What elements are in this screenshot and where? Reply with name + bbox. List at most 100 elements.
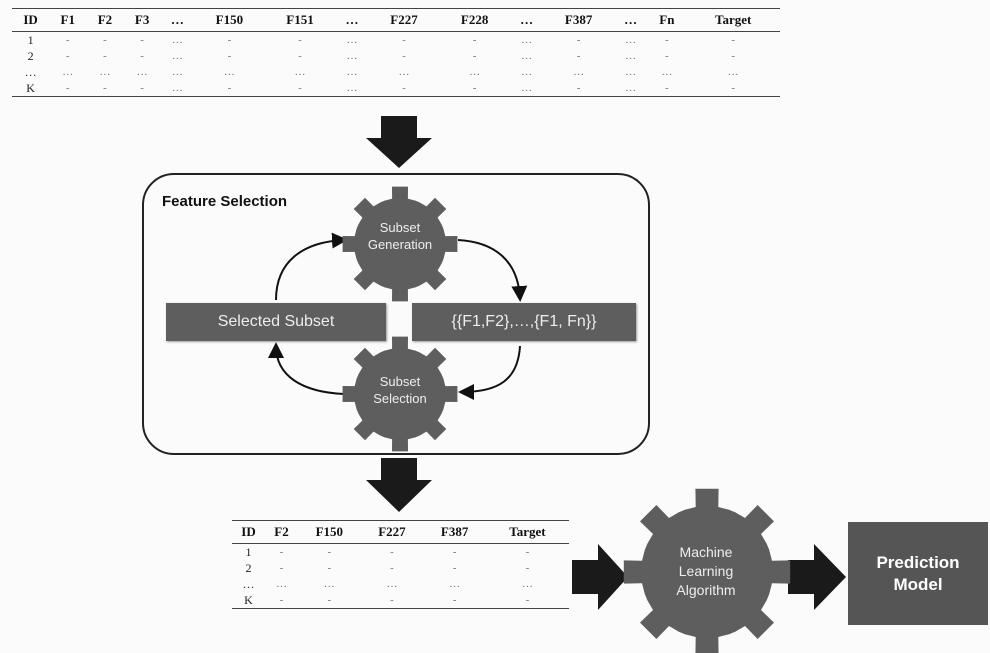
full-table-cell: … xyxy=(346,50,358,62)
full-table-cell: … xyxy=(661,66,673,78)
selected-table-cell: - xyxy=(525,546,530,558)
full-table-cell: - xyxy=(402,34,406,46)
full-table-header-cell: F2 xyxy=(97,12,113,27)
full-table-header-cell: F1 xyxy=(60,12,75,27)
full-table-cell: - xyxy=(227,50,232,62)
selected-table-header-cell: F227 xyxy=(378,524,406,539)
full-table-cell: … xyxy=(171,82,183,94)
full-table-cell: … xyxy=(521,50,533,62)
full-table-cell: - xyxy=(103,34,107,46)
full-table-cell: - xyxy=(665,82,669,94)
full-table-cell: K xyxy=(26,81,35,95)
ml-algorithm-label: Machine Learning Algorithm xyxy=(655,543,757,600)
full-table-cell: - xyxy=(731,34,736,46)
selected-table-cell: … xyxy=(323,578,335,590)
ml-line3: Algorithm xyxy=(676,582,736,598)
full-table-cell: - xyxy=(227,34,232,46)
selected-table-cell: … xyxy=(521,578,533,590)
full-table-cell: … xyxy=(223,66,235,78)
table-row: K---…--…--…-…-- xyxy=(12,80,780,97)
full-table-cell: - xyxy=(576,50,581,62)
full-table-cell: - xyxy=(472,50,477,62)
full-table-cell: … xyxy=(99,66,111,78)
selected-table-cell: - xyxy=(525,594,530,606)
full-table-cell: … xyxy=(346,34,358,46)
full-table-header-cell: F227 xyxy=(390,12,418,27)
prediction-model-box: Prediction Model xyxy=(848,522,988,625)
full-table-cell: - xyxy=(140,34,144,46)
full-table-cell: - xyxy=(298,34,302,46)
full-table-cell: … xyxy=(171,34,183,46)
full-table-cell: … xyxy=(171,50,183,62)
ml-line1: Machine xyxy=(679,544,733,560)
subset-selection-label: Subset Selection xyxy=(350,373,450,407)
selected-table-cell: - xyxy=(279,562,284,574)
selected-table-cell: K xyxy=(244,593,253,607)
selected-table-header-cell: F150 xyxy=(315,524,344,539)
subset-generation-line1: Subset xyxy=(379,220,421,235)
prediction-line2: Model xyxy=(893,574,943,594)
selected-table-cell: … xyxy=(275,578,287,590)
full-table-cell: - xyxy=(140,50,144,62)
full-table-cell: … xyxy=(398,66,410,78)
selected-table-header-cell: ID xyxy=(241,524,256,539)
selected-table-header-cell: Target xyxy=(509,524,546,539)
full-table-cell: … xyxy=(171,66,183,78)
table-row: 2----- xyxy=(232,560,569,576)
right-arrow-table-to-ml xyxy=(572,544,628,610)
full-table-cell: - xyxy=(103,50,107,62)
full-table-header-cell: … xyxy=(170,12,184,27)
machine-learning-gear-icon xyxy=(623,488,791,653)
selected-table-cell: - xyxy=(452,546,457,558)
subset-selection-line1: Subset xyxy=(379,374,421,389)
right-arrow-ml-to-model xyxy=(788,544,846,610)
subset-selection-line2: Selection xyxy=(373,391,427,406)
selected-table-cell: - xyxy=(279,546,284,558)
full-table-cell: - xyxy=(665,34,669,46)
candidate-subsets-label: {{F1,F2},…,{F1, Fn}} xyxy=(451,313,597,330)
full-table-cell: … xyxy=(24,65,37,79)
selected-subset-bar: Selected Subset xyxy=(166,303,386,341)
selected-table-cell: - xyxy=(279,594,284,606)
full-table-header-cell: Fn xyxy=(659,12,675,27)
full-table-header-cell: ID xyxy=(23,12,38,27)
full-table-cell: - xyxy=(402,82,406,94)
full-table-cell: … xyxy=(521,82,533,94)
prediction-line1: Prediction xyxy=(876,552,960,572)
full-table-header-cell: … xyxy=(624,12,638,27)
down-arrow-top xyxy=(366,116,432,168)
full-table-header-cell: F151 xyxy=(286,12,314,27)
selected-table-cell: … xyxy=(242,577,255,591)
full-table-header-cell: … xyxy=(520,12,534,27)
full-table-cell: - xyxy=(576,82,581,94)
table-row: ……………………………………… xyxy=(12,64,780,80)
selected-table-cell: - xyxy=(390,562,394,574)
full-table-cell: … xyxy=(625,82,637,94)
full-table-cell: … xyxy=(346,82,358,94)
selected-table-cell: - xyxy=(452,594,457,606)
full-table-header-cell: … xyxy=(345,12,359,27)
selected-table-cell: - xyxy=(452,562,457,574)
selected-table-cell: … xyxy=(449,578,461,590)
candidate-subsets-bar: {{F1,F2},…,{F1, Fn}} xyxy=(412,303,636,341)
subset-generation-line2: Generation xyxy=(367,237,433,252)
full-table-cell: - xyxy=(665,50,669,62)
ml-line2: Learning xyxy=(678,563,734,579)
full-table-header-cell: F3 xyxy=(134,12,150,27)
full-table-cell: 1 xyxy=(27,33,34,47)
table-row: K----- xyxy=(232,592,569,609)
full-table-cell: - xyxy=(65,50,70,62)
selected-table-header-cell: F387 xyxy=(440,524,469,539)
full-table-cell: … xyxy=(294,66,306,78)
full-table-cell: - xyxy=(576,34,581,46)
full-table-cell: … xyxy=(573,66,585,78)
table-row: 2---…--…--…-…-- xyxy=(12,48,780,64)
full-table-cell: - xyxy=(103,82,107,94)
selected-table-cell: - xyxy=(390,546,394,558)
full-table-cell: - xyxy=(731,50,736,62)
full-table-cell: … xyxy=(346,66,358,78)
full-table-header-cell: F150 xyxy=(215,12,244,27)
